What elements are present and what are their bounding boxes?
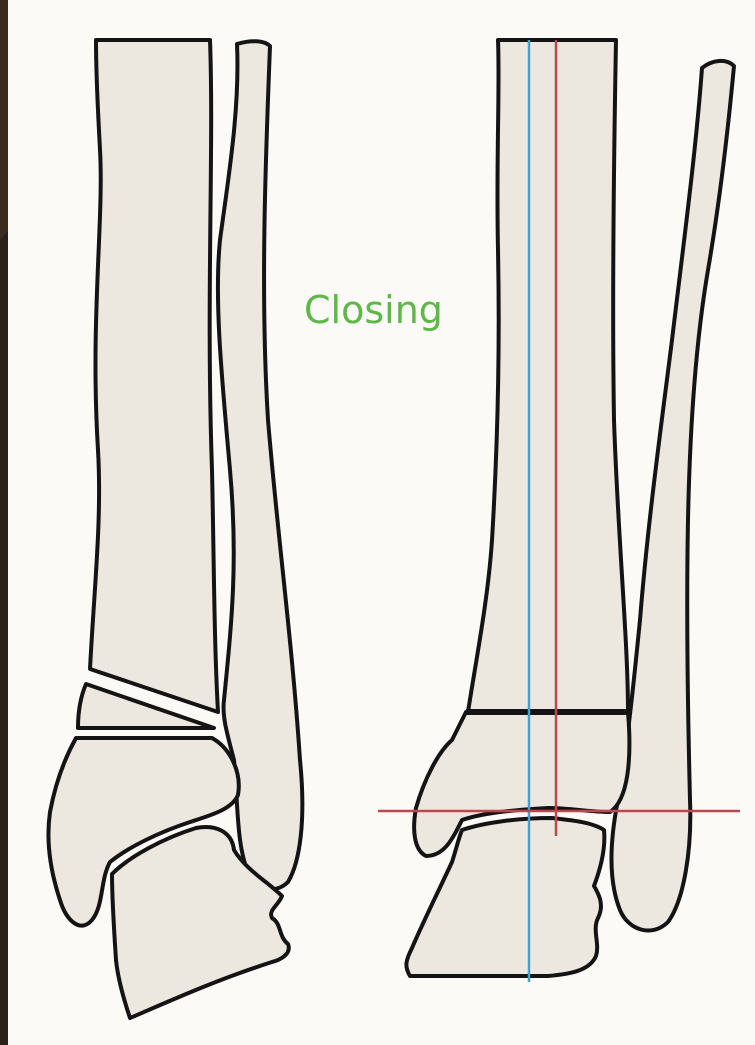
closing-label: Closing (304, 284, 443, 336)
right-tibia-shaft (468, 40, 628, 712)
left-ankle-illustration (48, 40, 302, 1018)
right-ankle-illustration (378, 40, 740, 982)
left-tibia-shaft (90, 40, 218, 712)
right-fibula (612, 61, 735, 931)
